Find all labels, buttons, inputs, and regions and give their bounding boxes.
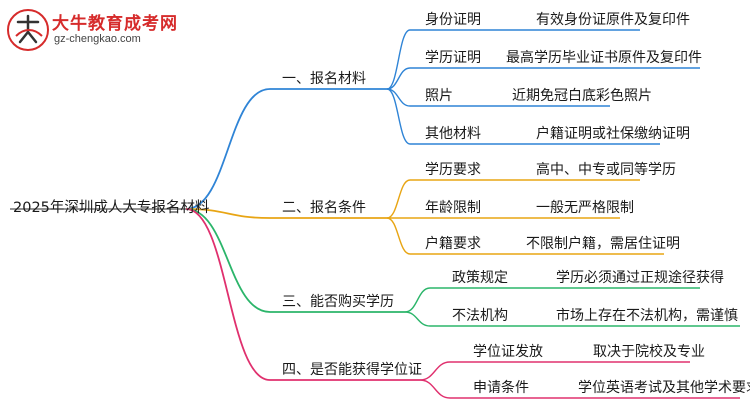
branch-1-child-1-detail: 有效身份证原件及复印件 [536, 12, 690, 28]
branch-3-child-1-connector [404, 287, 431, 313]
logo: 大牛教育成考网 gz-chengkao.com [6, 6, 196, 54]
branch-3-child-2-connector [404, 311, 431, 327]
branch-3-child-2-detail: 市场上存在不法机构，需谨慎 [556, 308, 738, 324]
branch-4-label: 四、是否能获得学位证 [282, 362, 422, 378]
logo-title: 大牛教育成考网 [52, 14, 178, 34]
branch-2-connector [185, 208, 271, 219]
branch-2-child-3-label: 户籍要求 [425, 236, 481, 252]
branch-4-child-1-connector [419, 361, 451, 381]
branch-3-child-1-detail: 学历必须通过正规途径获得 [556, 270, 724, 286]
branch-4-connector [185, 208, 271, 381]
branch-1-label: 一、报名材料 [282, 71, 366, 87]
branch-4-child-2-detail: 学位英语考试及其他学术要求 [578, 380, 750, 396]
branch-1-child-3-label: 照片 [425, 88, 453, 104]
branch-2-child-1-connector [386, 179, 411, 219]
branch-2-child-2-label: 年龄限制 [425, 200, 481, 216]
branch-1-child-1-connector [386, 29, 411, 90]
branch-2-child-3-detail: 不限制户籍，需居住证明 [526, 236, 680, 252]
branch-1-child-3-detail: 近期免冠白底彩色照片 [512, 88, 652, 104]
branch-2-child-1-label: 学历要求 [425, 162, 481, 178]
branch-3-child-1-label: 政策规定 [452, 270, 508, 286]
branch-1-child-4-detail: 户籍证明或社保缴纳证明 [536, 126, 690, 142]
root-node: 2025年深圳成人大专报名材料 [13, 200, 210, 216]
branch-4-child-1-label: 学位证发放 [473, 344, 543, 360]
branch-3-label: 三、能否购买学历 [282, 294, 394, 310]
branch-1-child-1-label: 身份证明 [425, 12, 481, 28]
branch-2-child-3-connector [386, 217, 411, 255]
branch-3-connector [185, 208, 271, 313]
logo-mark-icon [7, 9, 49, 51]
branch-1-child-4-connector [386, 88, 411, 145]
branch-4-child-2-label: 申请条件 [473, 380, 529, 396]
branch-2-label: 二、报名条件 [282, 200, 366, 216]
branch-4-child-2-connector [419, 379, 451, 399]
branch-1-child-2-label: 学历证明 [425, 50, 481, 66]
branch-1-child-4-label: 其他材料 [425, 126, 481, 142]
branch-1-child-2-connector [386, 67, 411, 90]
logo-url: gz-chengkao.com [54, 33, 141, 45]
branch-1-child-2-detail: 最高学历毕业证书原件及复印件 [506, 50, 702, 66]
branch-4-child-1-detail: 取决于院校及专业 [593, 344, 705, 360]
branch-2-child-1-detail: 高中、中专或同等学历 [536, 162, 676, 178]
branch-1-connector [185, 88, 271, 210]
branch-2-child-2-detail: 一般无严格限制 [536, 200, 634, 216]
branch-3-child-2-label: 不法机构 [452, 308, 508, 324]
